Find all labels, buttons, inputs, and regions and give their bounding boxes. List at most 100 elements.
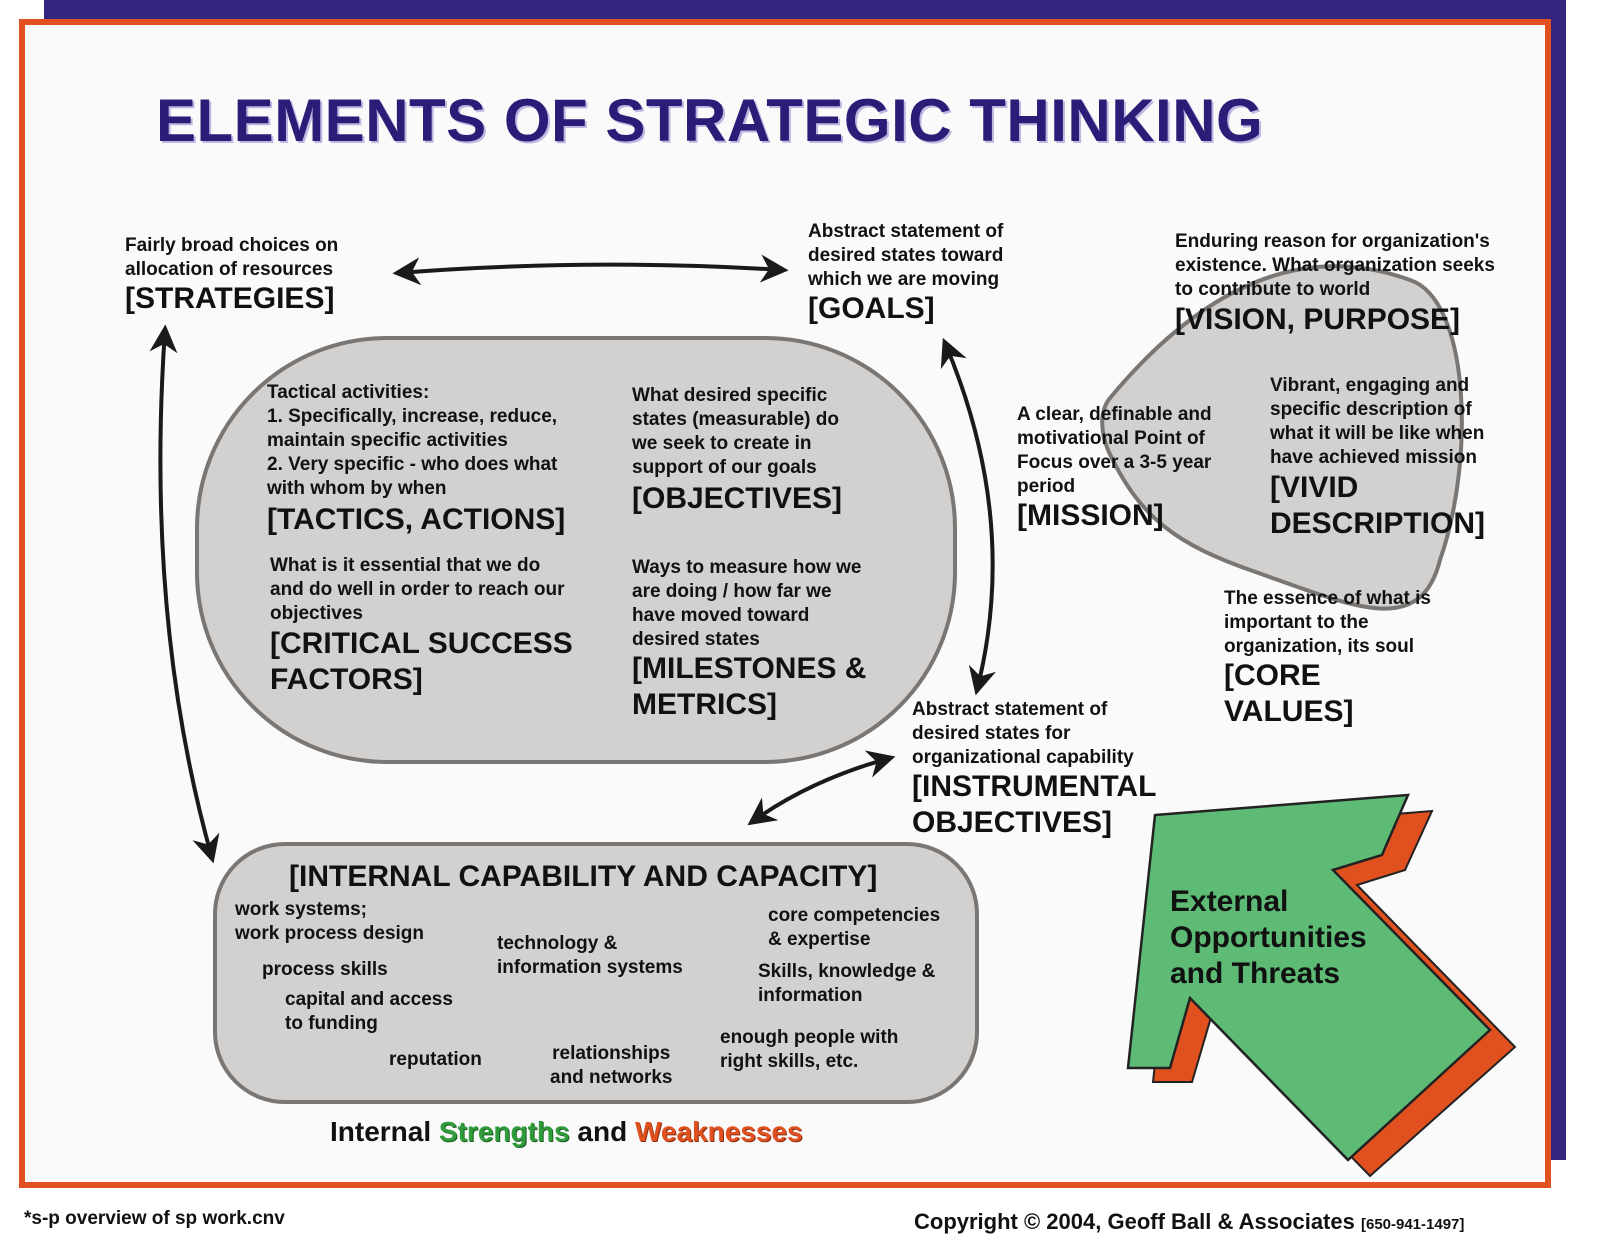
- copyright-phone: [650-941-1497]: [1360, 1216, 1465, 1233]
- milestones-label-line: [MILESTONES &: [632, 652, 867, 685]
- internal-item-line: enough people with: [720, 1027, 899, 1048]
- strengths-weaknesses-label: Internal Strengths and Weaknesses: [330, 1116, 803, 1148]
- milestones-desc-line: Ways to measure how we: [632, 557, 862, 578]
- internal-item-line: reputation: [389, 1049, 482, 1070]
- internal-capability-shape: [213, 842, 979, 1104]
- vivid-desc-line: what it will be like when: [1270, 423, 1485, 444]
- instrumental-label-line: OBJECTIVES]: [912, 806, 1113, 839]
- core-values-desc-line: important to the: [1224, 612, 1369, 633]
- external-arrow-shape: [1126, 793, 1492, 1162]
- internal-item-process-skills: process skills: [262, 958, 388, 982]
- internal-item-line: information systems: [497, 957, 683, 978]
- vivid-label-line: [VIVID: [1270, 471, 1359, 504]
- core-values-description: The essence of what is important to the …: [1224, 587, 1431, 659]
- vivid-description: Vibrant, engaging and specific descripti…: [1270, 374, 1484, 470]
- mission-label: [MISSION]: [1017, 499, 1164, 532]
- vision-label: [VISION, PURPOSE]: [1175, 303, 1461, 336]
- arrow-strategies-internal: [149, 324, 220, 864]
- arrow-instrumental-internal: [747, 750, 896, 826]
- tactics-desc-line: 2. Very specific - who does what: [267, 454, 558, 475]
- internal-item-capital: capital and access to funding: [285, 988, 453, 1036]
- strategies-label: [STRATEGIES]: [125, 282, 335, 315]
- milestones-label: [MILESTONES & METRICS]: [632, 651, 866, 723]
- objectives-description: What desired specific states (measurable…: [632, 384, 839, 480]
- core-values-desc-line: organization, its soul: [1224, 636, 1415, 657]
- instrumental-label: [INSTRUMENTAL OBJECTIVES]: [912, 769, 1156, 841]
- milestones-description: Ways to measure how we are doing / how f…: [632, 556, 861, 652]
- internal-item-line: work systems;: [235, 899, 368, 920]
- csf-label-line: FACTORS]: [270, 663, 423, 696]
- internal-item-line: work process design: [235, 923, 425, 944]
- vivid-desc-line: specific description of: [1270, 399, 1472, 420]
- tactics-desc-line: with whom by when: [267, 478, 447, 499]
- objectives-desc-line: What desired specific: [632, 385, 828, 406]
- vision-desc-line: existence. What organization seeks: [1175, 255, 1495, 276]
- core-values-desc-line: The essence of what is: [1224, 588, 1431, 609]
- word-internal: Internal: [330, 1116, 432, 1147]
- internal-item-reputation: reputation: [389, 1048, 482, 1072]
- internal-item-line: relationships: [552, 1043, 671, 1064]
- csf-desc-line: and do well in order to reach our: [270, 579, 565, 600]
- internal-item-line: Skills, knowledge &: [758, 961, 936, 982]
- internal-item-core-competencies: core competencies & expertise: [768, 904, 940, 952]
- goals-description: Abstract statement of desired states tow…: [808, 220, 1003, 292]
- csf-label: [CRITICAL SUCCESS FACTORS]: [270, 626, 573, 698]
- external-label-line: External: [1170, 885, 1289, 918]
- instrumental-desc-line: organizational capability: [912, 747, 1134, 768]
- core-values-label-line: VALUES]: [1224, 695, 1354, 728]
- csf-label-line: [CRITICAL SUCCESS: [270, 627, 573, 660]
- instrumental-desc-line: Abstract statement of: [912, 699, 1108, 720]
- milestones-desc-line: are doing / how far we: [632, 581, 832, 602]
- objectives-desc-line: we seek to create in: [632, 433, 812, 454]
- tactics-label: [TACTICS, ACTIONS]: [267, 503, 566, 536]
- word-and: and: [577, 1116, 628, 1147]
- internal-item-line: information: [758, 985, 863, 1006]
- copyright-text: Copyright © 2004, Geoff Ball & Associate…: [914, 1209, 1355, 1234]
- vivid-label: [VIVID DESCRIPTION]: [1270, 470, 1485, 542]
- milestones-desc-line: have moved toward: [632, 605, 810, 626]
- objectives-desc-line: support of our goals: [632, 457, 817, 478]
- internal-item-work-systems: work systems; work process design: [235, 898, 424, 946]
- footer-filename: *s-p overview of sp work.cnv: [24, 1208, 285, 1229]
- core-values-label-line: [CORE: [1224, 659, 1321, 692]
- vision-description: Enduring reason for organization's exist…: [1175, 230, 1495, 302]
- external-label-line: and Threats: [1170, 957, 1341, 990]
- goals-desc-line: desired states toward: [808, 245, 1004, 266]
- instrumental-label-line: [INSTRUMENTAL: [912, 770, 1157, 803]
- footer-copyright: Copyright © 2004, Geoff Ball & Associate…: [914, 1209, 1464, 1235]
- vision-desc-line: Enduring reason for organization's: [1175, 231, 1490, 252]
- mission-desc-line: A clear, definable and: [1017, 404, 1212, 425]
- tactics-desc-line: Tactical activities:: [267, 382, 430, 403]
- csf-desc-line: objectives: [270, 603, 363, 624]
- internal-item-people: enough people with right skills, etc.: [720, 1026, 898, 1074]
- word-strengths: Strengths: [438, 1116, 570, 1147]
- internal-item-line: core competencies: [768, 905, 941, 926]
- instrumental-desc-line: desired states for: [912, 723, 1071, 744]
- csf-desc-line: What is it essential that we do: [270, 555, 541, 576]
- internal-item-line: right skills, etc.: [720, 1051, 859, 1072]
- arrow-goals-instrumental: [940, 337, 997, 696]
- external-label: External Opportunities and Threats: [1170, 884, 1367, 992]
- internal-item-line: & expertise: [768, 929, 871, 950]
- mission-desc-line: period: [1017, 476, 1076, 497]
- objectives-desc-line: states (measurable) do: [632, 409, 839, 430]
- internal-item-line: capital and access: [285, 989, 453, 1010]
- strategies-desc-line: Fairly broad choices on: [125, 235, 339, 256]
- vision-desc-line: to contribute to world: [1175, 279, 1371, 300]
- external-label-line: Opportunities: [1170, 921, 1367, 954]
- tactics-description: Tactical activities: 1. Specifically, in…: [267, 381, 557, 501]
- internal-item-technology: technology & information systems: [497, 932, 683, 980]
- internal-item-relationships: relationships and networks: [550, 1042, 672, 1090]
- csf-description: What is it essential that we do and do w…: [270, 554, 565, 626]
- core-values-label: [CORE VALUES]: [1224, 658, 1353, 730]
- internal-item-line: and networks: [550, 1067, 673, 1088]
- tactics-desc-line: maintain specific activities: [267, 430, 508, 451]
- instrumental-description: Abstract statement of desired states for…: [912, 698, 1134, 770]
- objectives-label: [OBJECTIVES]: [632, 482, 843, 515]
- milestones-desc-line: desired states: [632, 629, 760, 650]
- arrow-strategies-goals: [392, 254, 789, 286]
- internal-item-line: process skills: [262, 959, 388, 980]
- internal-item-skills: Skills, knowledge & information: [758, 960, 935, 1008]
- strategies-description: Fairly broad choices on allocation of re…: [125, 234, 338, 282]
